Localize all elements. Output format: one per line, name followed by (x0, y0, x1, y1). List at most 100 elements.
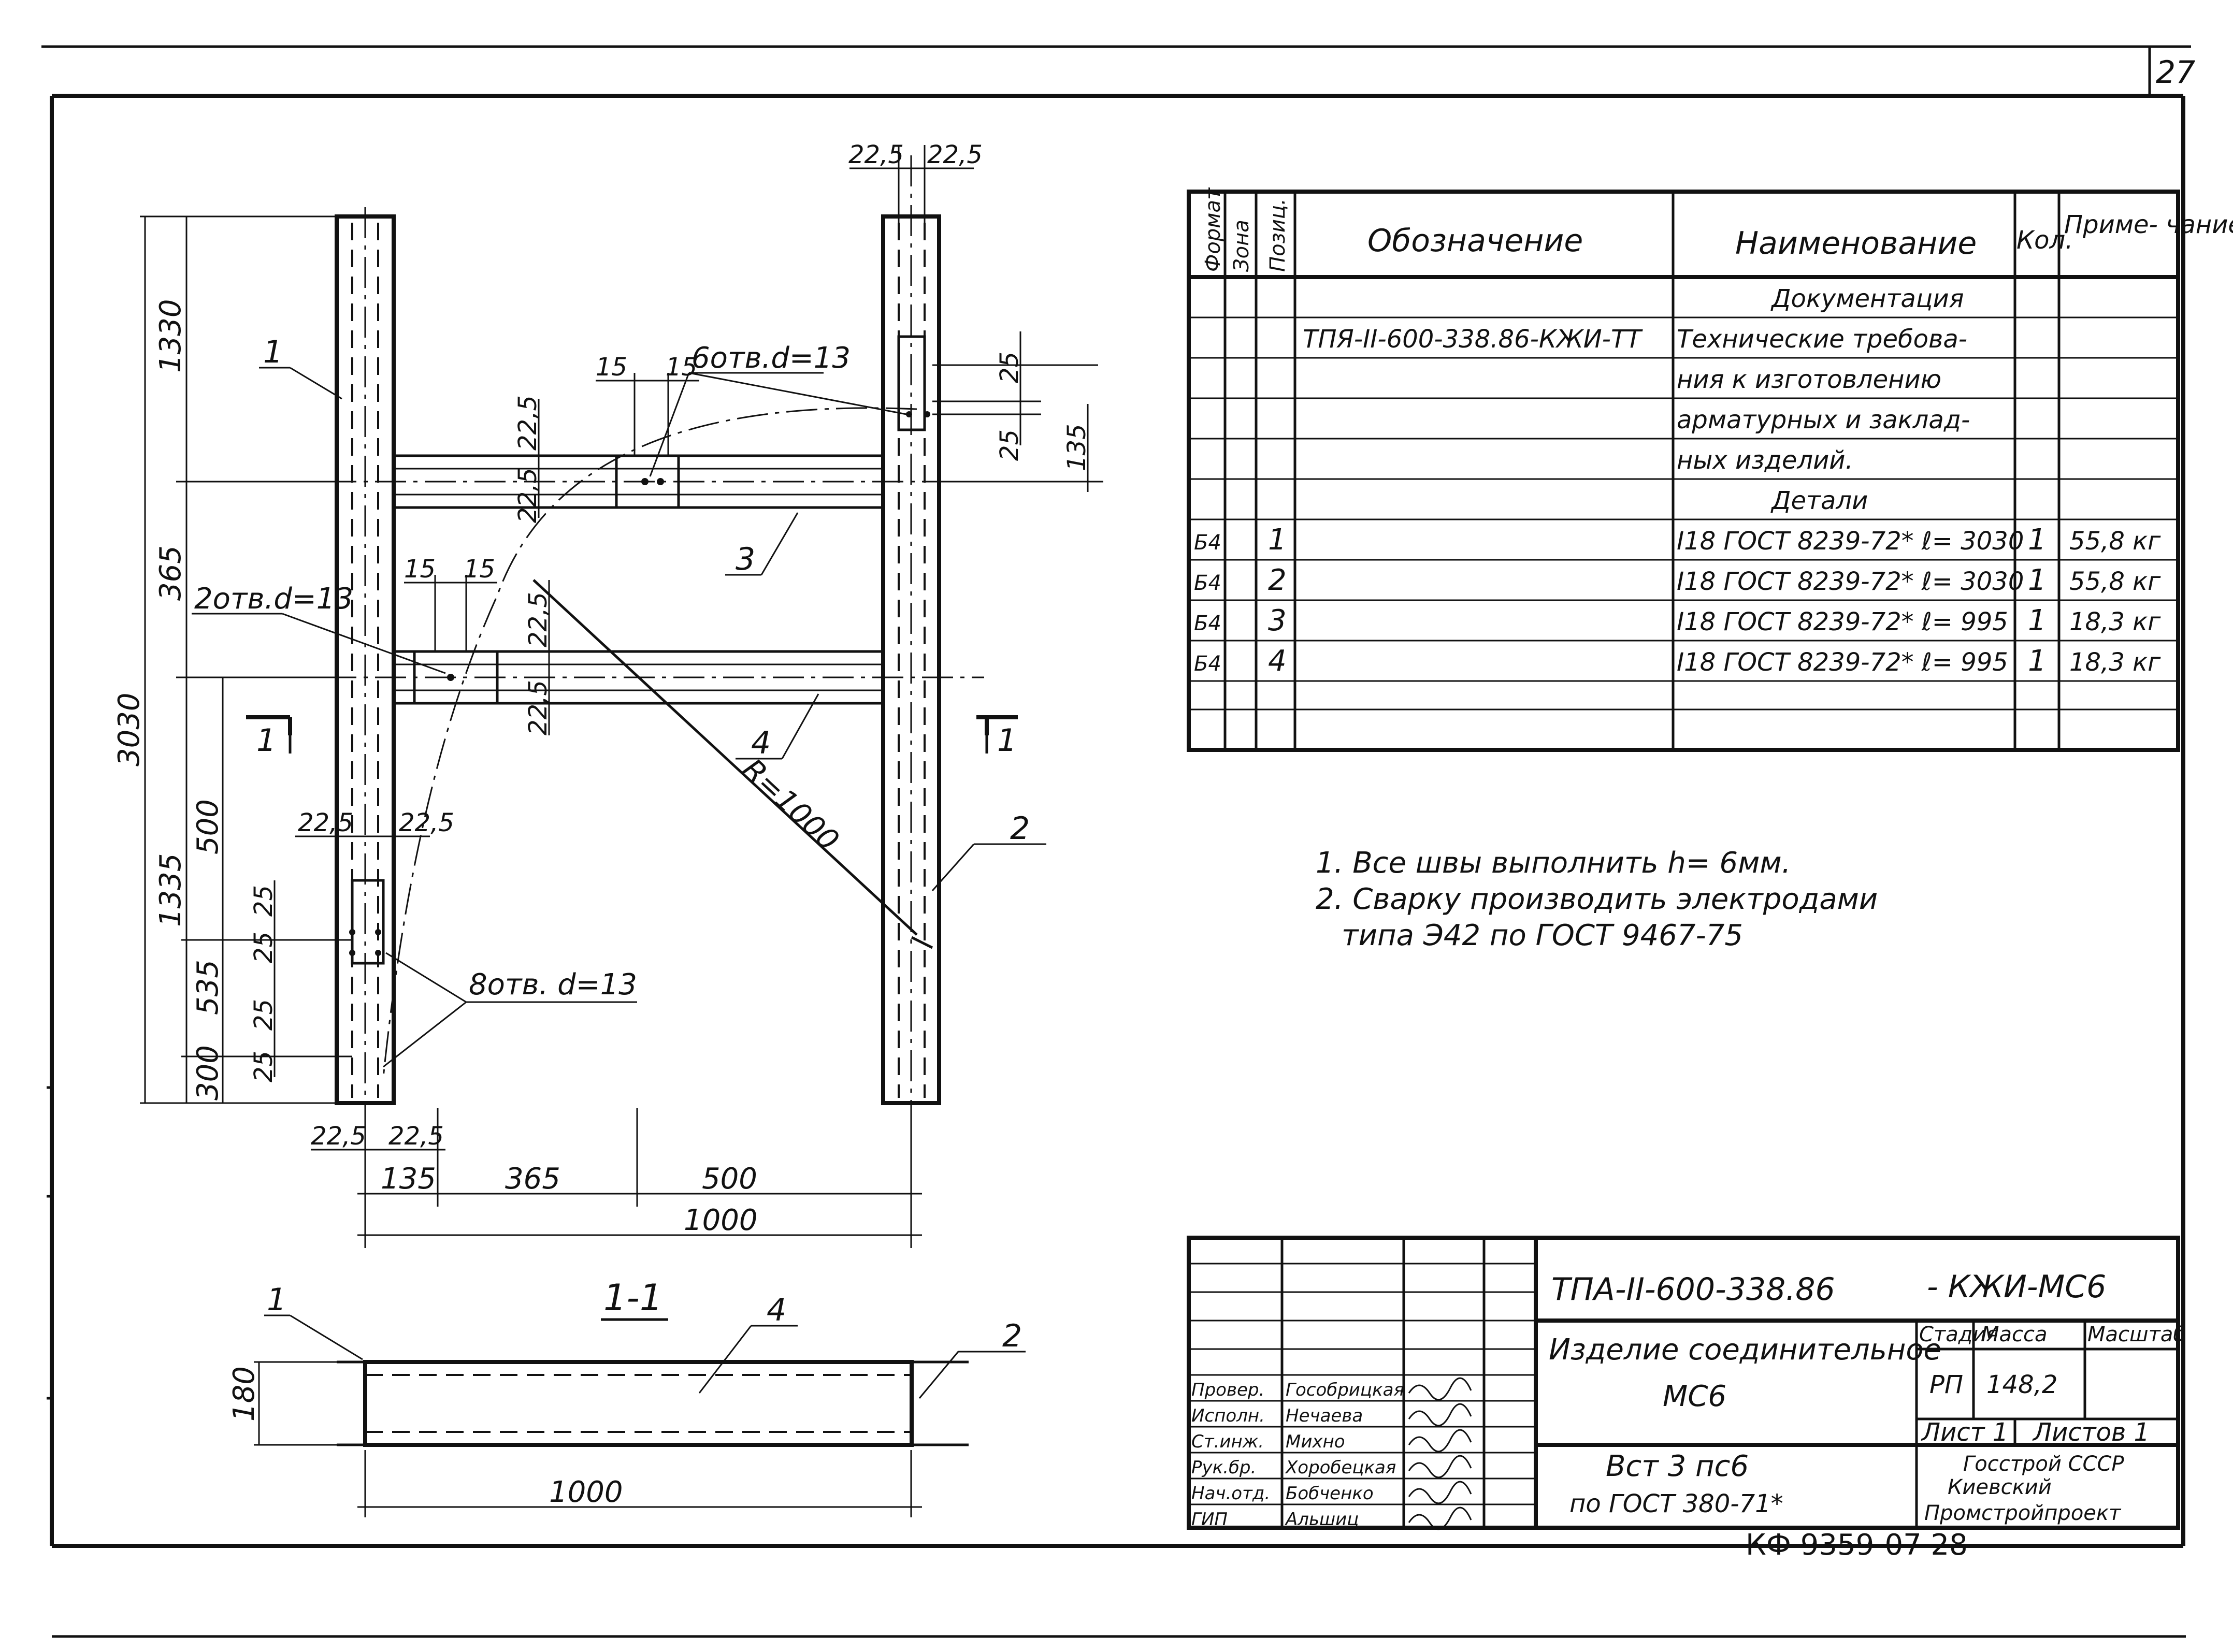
svg-text:25: 25 (249, 932, 278, 963)
approval-role: Ст.инж. (1191, 1431, 1264, 1452)
sheet-number: 27 (2156, 54, 2195, 91)
approval-role: Рук.бр. (1191, 1457, 1256, 1478)
spec-cell-note: 18,3 кг (2069, 607, 2161, 636)
document-code-suffix: - КЖИ-МС6 (1927, 1269, 2106, 1305)
svg-text:22,5: 22,5 (298, 808, 353, 837)
spec-cell-qty: 1 (2028, 604, 2047, 637)
svg-text:25: 25 (249, 885, 278, 917)
header-position: Позиц. (1266, 198, 1290, 272)
approval-name: Михно (1286, 1431, 1345, 1452)
position-mark-4: 4 (751, 725, 771, 761)
svg-text:15: 15 (596, 353, 627, 382)
approval-signatures: Провер.ГособрицкаяИсполн.НечаеваСт.инж.М… (1191, 1377, 1472, 1530)
note-3: типа Э42 по ГОСТ 9467-75 (1342, 919, 1743, 952)
stage-label: Стадия (1919, 1323, 1998, 1346)
svg-text:22,5: 22,5 (399, 808, 454, 837)
svg-text:500: 500 (702, 1162, 757, 1196)
note-1: 1. Все швы выполнить h= 6мм. (1316, 846, 1791, 880)
header-name: Наименование (1735, 225, 1977, 262)
svg-text:22,5: 22,5 (848, 140, 904, 169)
elevation-view: R=1000 1 1 1 2 3 4 6отв.d=13 (112, 140, 1103, 1248)
spec-cell-designation: ТПЯ-II-600-338.86-КЖИ-ТТ (1303, 325, 1643, 354)
svg-text:22,5: 22,5 (927, 140, 983, 169)
svg-text:25: 25 (995, 429, 1024, 461)
spec-cell-name: Документация (1770, 284, 1964, 313)
specification-table (1187, 190, 2180, 752)
position-mark-3: 3 (736, 541, 755, 577)
approval-name: Хоробецкая (1285, 1457, 1396, 1478)
spec-cell-name: I18 ГОСТ 8239-72* ℓ= 995 (1677, 607, 2008, 636)
svg-text:22,5: 22,5 (524, 592, 553, 647)
stage-value: РП (1929, 1370, 1963, 1399)
svg-text:1: 1 (267, 1282, 286, 1318)
spec-cell-qty: 1 (2028, 644, 2047, 678)
sheets-label: Листов 1 (2032, 1418, 2150, 1447)
approval-name: Бобченко (1286, 1483, 1374, 1504)
svg-text:25: 25 (995, 352, 1024, 383)
spec-cell-pos: 2 (1268, 563, 1287, 597)
svg-text:1: 1 (997, 722, 1017, 759)
svg-text:15: 15 (464, 555, 495, 584)
spec-cell-note: 55,8 кг (2069, 527, 2161, 556)
svg-text:2: 2 (1002, 1318, 1022, 1354)
spec-cell-pos: 4 (1268, 644, 1287, 678)
svg-text:25: 25 (249, 1051, 278, 1082)
svg-text:15: 15 (404, 555, 436, 584)
spec-cell-qty: 1 (2028, 523, 2047, 557)
spec-cell-name: I18 ГОСТ 8239-72* ℓ= 995 (1677, 648, 2008, 677)
svg-text:365: 365 (154, 545, 188, 601)
spec-cell-note: 18,3 кг (2069, 648, 2161, 677)
product-name-line2: МС6 (1663, 1380, 1726, 1413)
approval-name: Гособрицкая (1286, 1380, 1404, 1400)
svg-text:365: 365 (505, 1162, 560, 1196)
svg-text:22,5: 22,5 (513, 468, 542, 523)
holes-lower-label: 8отв. d=13 (469, 968, 637, 1002)
svg-text:1: 1 (256, 722, 276, 759)
svg-text:1000: 1000 (549, 1475, 623, 1509)
holes-upper-label: 6отв.d=13 (691, 341, 851, 375)
approval-role: Провер. (1191, 1380, 1264, 1400)
svg-text:1000: 1000 (684, 1204, 758, 1237)
material-line1: Вст 3 пс6 (1606, 1450, 1749, 1483)
svg-text:180: 180 (227, 1366, 261, 1422)
header-note: Приме- чание (2064, 210, 2233, 239)
svg-text:500: 500 (191, 799, 225, 854)
org-line1: Госстрой СССР (1963, 1452, 2124, 1476)
signature-icon (1408, 1481, 1472, 1504)
position-mark-2: 2 (1010, 810, 1030, 847)
holes-middle-label: 2отв.d=13 (194, 582, 353, 616)
spec-cell-name: Технические требова- (1677, 325, 1967, 354)
signature-icon (1408, 1429, 1472, 1453)
spec-cell-format: Б4 (1194, 652, 1221, 676)
svg-text:1335: 1335 (154, 853, 188, 927)
svg-text:1330: 1330 (154, 299, 188, 373)
signature-icon (1408, 1506, 1472, 1530)
header-zone: Зона (1230, 220, 1254, 272)
sheet-label: Лист 1 (1921, 1418, 2008, 1447)
section-mark-left: 1 (246, 715, 292, 759)
svg-text:535: 535 (191, 960, 225, 1015)
material-line2: по ГОСТ 380-71* (1569, 1489, 1783, 1518)
approval-role: Нач.отд. (1191, 1483, 1270, 1504)
svg-text:22,5: 22,5 (311, 1122, 366, 1151)
section-1-1: 1-1 180 1000 1 2 4 (227, 1277, 1026, 1517)
svg-text:22,5: 22,5 (524, 680, 553, 735)
approval-name: Альшиц (1285, 1509, 1359, 1530)
notes: 1. Все швы выполнить h= 6мм. 2. Сварку п… (1316, 846, 1878, 952)
svg-text:135: 135 (1062, 424, 1091, 471)
org-line2: Киевский (1948, 1475, 2052, 1499)
spec-cell-note: 55,8 кг (2069, 567, 2161, 596)
spec-cell-name: I18 ГОСТ 8239-72* ℓ= 3030 (1677, 567, 2024, 596)
signature-icon (1408, 1403, 1472, 1427)
spec-cell-name: арматурных и заклад- (1677, 405, 1970, 434)
sheet-frame (41, 45, 2191, 1638)
svg-text:4: 4 (767, 1292, 786, 1328)
signature-icon (1408, 1377, 1472, 1401)
document-code: ТПА-II-600-338.86 (1551, 1271, 1835, 1308)
spec-cell-format: Б4 (1194, 612, 1221, 635)
mass-label: Масса (1981, 1323, 2048, 1346)
signature-icon (1408, 1455, 1472, 1479)
header-designation: Обозначение (1367, 223, 1583, 259)
spec-cell-pos: 1 (1268, 523, 1287, 557)
